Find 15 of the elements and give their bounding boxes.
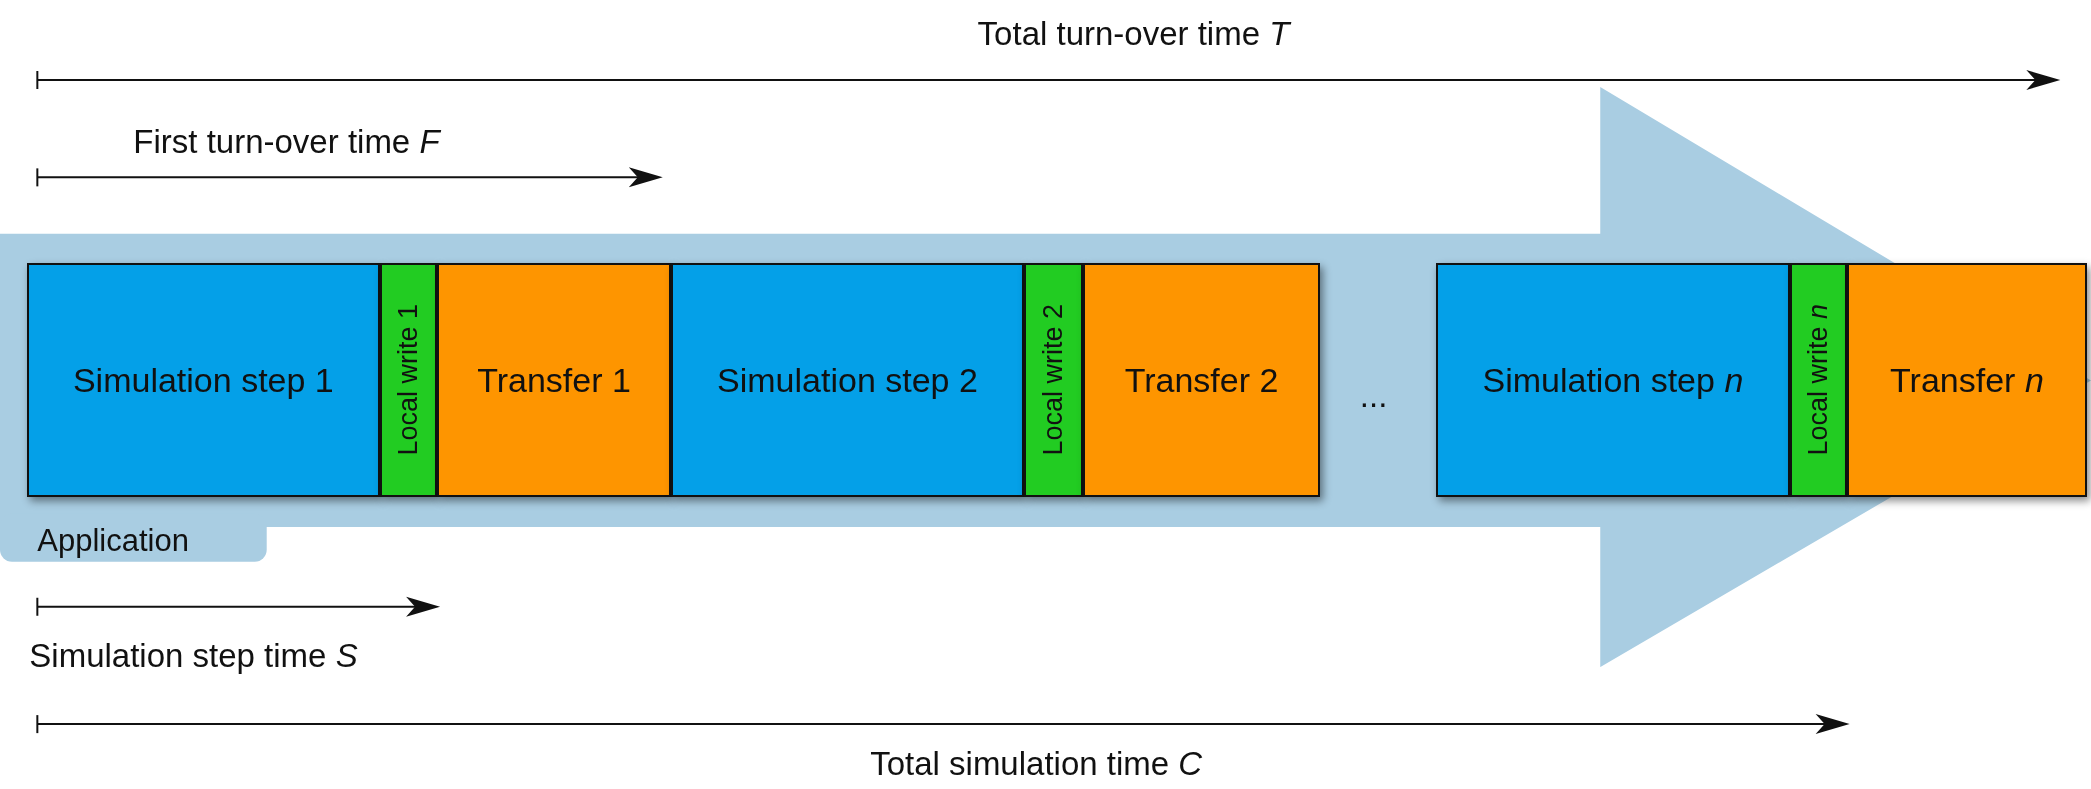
local-write-box: Local write 2 (1024, 262, 1083, 498)
dimension-label: Total simulation time C (870, 746, 1203, 780)
transfer-box: Transfer 2 (1082, 262, 1321, 498)
simulation-step-box: Simulation step 2 (670, 262, 1025, 498)
simulation-step-box: Simulation step 1 (26, 262, 381, 498)
transfer-box: Transfer n (1846, 262, 2087, 498)
local-write-box: Local write 1 (380, 262, 438, 498)
dimension-label: Simulation step time S (29, 638, 358, 672)
ellipsis: ... (1359, 378, 1388, 412)
simulation-step-box: Simulation step n (1436, 262, 1790, 498)
local-write-box: Local write n (1789, 262, 1847, 498)
transfer-box: Transfer 1 (437, 262, 671, 498)
dimension-label: First turn-over time F (133, 124, 440, 158)
application-label: Application (37, 522, 189, 561)
dimension-label: Total turn-over time T (977, 16, 1290, 50)
